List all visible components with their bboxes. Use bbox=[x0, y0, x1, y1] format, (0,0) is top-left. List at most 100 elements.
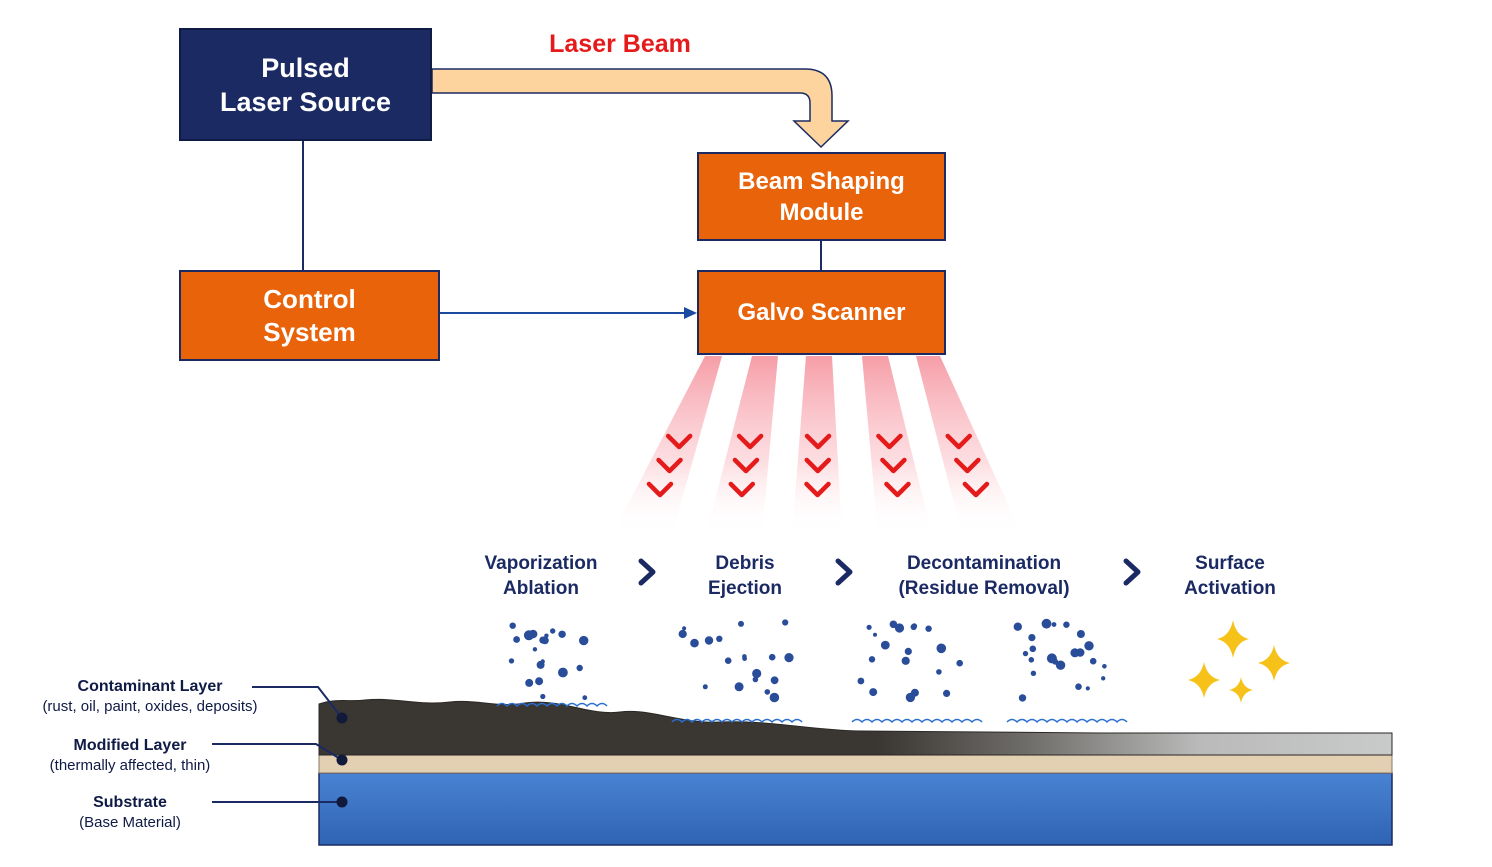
laser-ray bbox=[916, 356, 1022, 535]
laser-ray bbox=[862, 356, 932, 535]
debris-particle bbox=[904, 647, 912, 656]
debris-particle bbox=[1055, 660, 1066, 670]
debris-particle bbox=[528, 629, 538, 639]
debris-particle bbox=[1101, 676, 1106, 681]
control-system-label: Control System bbox=[263, 283, 356, 347]
debris-particle bbox=[1018, 694, 1027, 702]
pulsed-laser-source-label: Pulsed Laser Source bbox=[219, 52, 392, 117]
contaminant-leader bbox=[252, 686, 343, 719]
laser-ray bbox=[612, 356, 722, 535]
debris-particle bbox=[943, 689, 951, 698]
debris-particle bbox=[558, 630, 566, 638]
debris-particle bbox=[936, 669, 942, 675]
debris-particle bbox=[956, 659, 963, 667]
debris-particle bbox=[889, 620, 898, 629]
laser-beam-label: Laser Beam bbox=[549, 30, 691, 58]
sparkle-icon bbox=[1229, 677, 1253, 703]
beam-shaping-module-label: Beam Shaping Module bbox=[738, 167, 905, 226]
debris-particle bbox=[525, 678, 534, 687]
contaminant-marker bbox=[336, 712, 348, 724]
splash-wave bbox=[671, 718, 803, 724]
debris-particle bbox=[1051, 622, 1057, 627]
contaminant-layer-subtitle: (rust, oil, paint, oxides, deposits) bbox=[42, 698, 258, 715]
debris-particle bbox=[1084, 641, 1094, 651]
debris-particle bbox=[540, 693, 546, 700]
debris-particle bbox=[901, 656, 910, 665]
splash-wave bbox=[851, 718, 983, 724]
stage-surface-activation: Surface Activation bbox=[1184, 553, 1276, 599]
sparkle-icon bbox=[1258, 645, 1290, 681]
stage-debris-ejection: Debris Ejection bbox=[708, 553, 782, 599]
sparkle-icon bbox=[1188, 662, 1220, 698]
debris-particle bbox=[579, 635, 589, 646]
debris-particle bbox=[724, 657, 732, 664]
stage-decontamination: Decontamination (Residue Removal) bbox=[898, 553, 1070, 599]
stage-arrow-3-chevron-right-icon bbox=[1123, 558, 1141, 586]
control-to-galvo-arrow bbox=[439, 307, 697, 319]
debris-particle bbox=[869, 688, 878, 697]
laser-pulse-chevron-down-icon bbox=[876, 433, 903, 450]
splash-wave bbox=[1006, 718, 1128, 724]
debris-particle bbox=[880, 640, 890, 650]
splash-wave bbox=[496, 702, 608, 708]
debris-particle bbox=[558, 667, 568, 678]
laser-pulse-chevron-down-icon bbox=[962, 481, 990, 498]
debris-particle bbox=[702, 684, 708, 690]
beam-shaping-module-box: Beam Shaping Module bbox=[697, 152, 946, 241]
laser-ray bbox=[706, 356, 778, 535]
debris-particle bbox=[513, 636, 520, 643]
substrate-title: Substrate bbox=[93, 794, 167, 811]
debris-particle bbox=[1089, 657, 1097, 665]
modified-layer-label: Modified Layer (thermally affected, thin… bbox=[30, 736, 230, 776]
debris-particle bbox=[535, 677, 544, 686]
debris-particle bbox=[738, 620, 744, 627]
laser-pulse-chevron-down-icon bbox=[954, 457, 981, 474]
laser-pulse-chevron-down-icon bbox=[804, 457, 832, 474]
debris-particle bbox=[716, 635, 723, 642]
modified-layer-title: Modified Layer bbox=[73, 737, 187, 754]
debris-particle bbox=[1076, 630, 1085, 638]
contaminant-layer-label: Contaminant Layer (rust, oil, paint, oxi… bbox=[30, 677, 270, 717]
debris-particle bbox=[508, 658, 515, 664]
debris-particle bbox=[1041, 618, 1052, 629]
laser-pulse-chevron-down-icon bbox=[945, 433, 972, 450]
debris-particles bbox=[496, 618, 1128, 724]
substrate-marker bbox=[336, 796, 348, 808]
laser-pulse-chevron-down-icon bbox=[665, 433, 693, 450]
debris-particle bbox=[1029, 645, 1037, 653]
debris-particle bbox=[868, 656, 876, 663]
modified-layer-subtitle: (thermally affected, thin) bbox=[49, 757, 211, 774]
control-system-box: Control System bbox=[179, 270, 440, 361]
laser-pulse-chevron-down-icon bbox=[646, 481, 674, 498]
debris-particle bbox=[770, 676, 779, 685]
debris-particle bbox=[678, 629, 687, 639]
debris-particle bbox=[925, 625, 932, 632]
laser-pulse-chevron-down-icon bbox=[656, 457, 683, 474]
stage-vaporization-ablation: Vaporization Ablation bbox=[484, 553, 598, 599]
stage-arrow-1-chevron-right-icon bbox=[638, 558, 656, 586]
debris-particle bbox=[894, 623, 905, 633]
debris-particle bbox=[866, 624, 872, 630]
debris-particle bbox=[1030, 670, 1037, 676]
laser-pulse-chevron-down-icon bbox=[732, 457, 760, 474]
laser-pulse-chevron-down-icon bbox=[736, 433, 764, 450]
substrate-layer bbox=[318, 772, 1393, 846]
stage-arrow-2-chevron-right-icon bbox=[835, 558, 853, 586]
debris-particle bbox=[752, 676, 759, 683]
laser-beam-arrow bbox=[431, 68, 850, 149]
debris-particle bbox=[784, 653, 794, 663]
debris-particle bbox=[1085, 686, 1090, 691]
debris-particle bbox=[1022, 650, 1029, 657]
debris-particle bbox=[1028, 657, 1035, 663]
contaminant-layer-title: Contaminant Layer bbox=[77, 678, 223, 695]
debris-particle bbox=[910, 623, 917, 631]
layer-leader-lines bbox=[212, 686, 343, 803]
debris-particle bbox=[1075, 683, 1082, 690]
debris-particle bbox=[1063, 621, 1070, 628]
substrate-label: Substrate (Base Material) bbox=[30, 793, 230, 833]
debris-particle bbox=[1102, 664, 1107, 669]
debris-particle bbox=[541, 636, 549, 645]
contaminant-layer bbox=[318, 698, 1393, 756]
pulsed-laser-source-box: Pulsed Laser Source bbox=[179, 28, 432, 141]
